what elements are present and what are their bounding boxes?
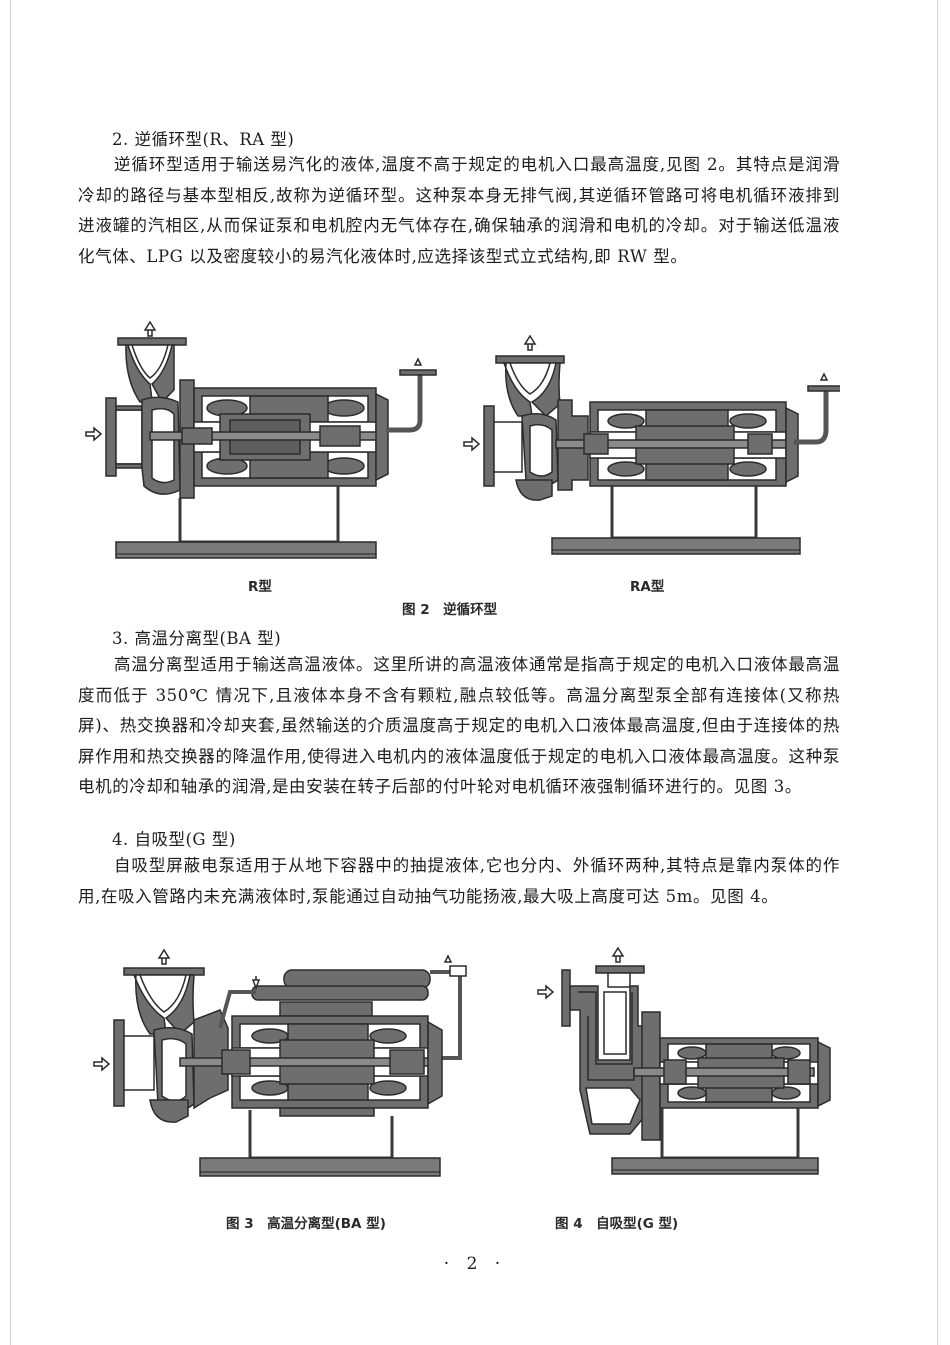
figure-2-right-label: RA型 (630, 579, 665, 595)
section-2-paragraph: 逆循环型适用于输送易汽化的液体,温度不高于规定的电机入口最高温度,见图 2。其特… (78, 155, 840, 266)
section-3-heading: 3. 高温分离型(BA 型) (112, 629, 282, 648)
figure-2-caption: 图 2 逆循环型 (402, 602, 498, 618)
figure-4-caption: 图 4 自吸型(G 型) (555, 1216, 679, 1232)
page-number: · 2 · (443, 1254, 507, 1274)
figure-2-r-type-diagram (85, 320, 437, 559)
figure-2-ra-type-diagram (463, 334, 840, 555)
figure-3-ba-type-diagram (93, 948, 467, 1177)
figure-4-g-type-diagram (537, 946, 831, 1175)
section-4-paragraph: 自吸型屏蔽电泵适用于从地下容器中的抽提液体,它也分内、外循环两种,其特点是靠内泵… (78, 856, 840, 906)
figure-2-left-label: R型 (248, 579, 272, 595)
section-4-heading: 4. 自吸型(G 型) (112, 830, 236, 849)
page-border (10, 0, 938, 1345)
section-2-heading: 2. 逆循环型(R、RA 型) (112, 130, 295, 149)
figure-3-caption: 图 3 高温分离型(BA 型) (226, 1216, 386, 1232)
section-3-paragraph: 高温分离型适用于输送高温液体。这里所讲的高温液体通常是指高于规定的电机入口液体最… (78, 655, 840, 796)
